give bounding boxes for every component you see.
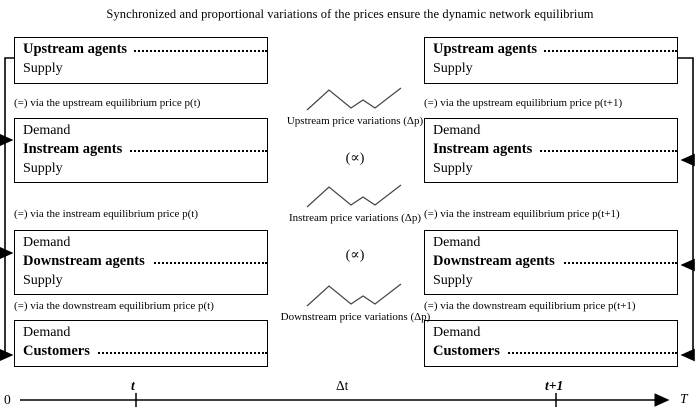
left-box-instream[interactable]: Demand Instream agents Supply bbox=[14, 118, 268, 183]
axis-origin-label: 0 bbox=[4, 392, 11, 407]
caption-upstream-variations: Upstream price variations (Δp) bbox=[286, 115, 424, 127]
right-customers-label: Customers bbox=[433, 342, 507, 361]
left-customers-title-row: Customers bbox=[23, 342, 267, 361]
right-box-customers[interactable]: Demand Customers bbox=[424, 320, 678, 367]
left-customers-demand: Demand bbox=[23, 325, 71, 340]
left-note-instream: (=) via the instream equilibrium price p… bbox=[14, 208, 198, 220]
left-box-upstream[interactable]: Upstream agents Supply bbox=[14, 37, 268, 84]
dotted-connector bbox=[433, 351, 677, 354]
right-downstream-demand: Demand bbox=[433, 235, 481, 250]
right-customers-demand: Demand bbox=[433, 325, 481, 340]
right-downstream-label: Downstream agents bbox=[433, 252, 562, 271]
left-downstream-supply: Supply bbox=[23, 273, 63, 288]
right-instream-label: Instream agents bbox=[433, 140, 540, 159]
right-downstream-supply: Supply bbox=[433, 273, 473, 288]
left-feedback-bus bbox=[0, 57, 14, 362]
dotted-connector bbox=[433, 49, 677, 52]
right-note-instream: (=) via the instream equilibrium price p… bbox=[424, 208, 620, 220]
right-note-upstream: (=) via the upstream equilibrium price p… bbox=[424, 97, 623, 109]
right-box-upstream[interactable]: Upstream agents Supply bbox=[424, 37, 678, 84]
zigzag-instream-icon bbox=[306, 184, 402, 208]
right-box-instream[interactable]: Demand Instream agents Supply bbox=[424, 118, 678, 183]
left-instream-title-row: Instream agents bbox=[23, 140, 267, 159]
dotted-connector bbox=[433, 149, 677, 152]
zigzag-downstream-icon bbox=[306, 283, 402, 307]
left-customers-label: Customers bbox=[23, 342, 97, 361]
left-downstream-demand: Demand bbox=[23, 235, 71, 250]
dotted-connector bbox=[23, 149, 267, 152]
left-instream-supply: Supply bbox=[23, 161, 63, 176]
dotted-connector bbox=[23, 351, 267, 354]
right-upstream-supply: Supply bbox=[433, 61, 473, 76]
left-downstream-title-row: Downstream agents bbox=[23, 252, 267, 271]
left-downstream-label: Downstream agents bbox=[23, 252, 152, 271]
left-instream-demand: Demand bbox=[23, 123, 71, 138]
zigzag-upstream-icon bbox=[306, 87, 402, 111]
right-feedback-bus bbox=[678, 57, 695, 362]
right-instream-demand: Demand bbox=[433, 123, 481, 138]
proportional-symbol-2: (∝) bbox=[345, 248, 365, 263]
left-note-upstream: (=) via the upstream equilibrium price p… bbox=[14, 97, 201, 109]
right-instream-title-row: Instream agents bbox=[433, 140, 677, 159]
left-box-downstream[interactable]: Demand Downstream agents Supply bbox=[14, 230, 268, 295]
right-downstream-title-row: Downstream agents bbox=[433, 252, 677, 271]
right-upstream-label: Upstream agents bbox=[433, 40, 545, 59]
right-note-downstream: (=) via the downstream equilibrium price… bbox=[424, 300, 636, 312]
right-instream-supply: Supply bbox=[433, 161, 473, 176]
left-upstream-title-row: Upstream agents bbox=[23, 40, 267, 59]
left-note-downstream: (=) via the downstream equilibrium price… bbox=[14, 300, 214, 312]
proportional-symbol-1: (∝) bbox=[345, 151, 365, 166]
axis-tick-label-t-plus-1: t+1 bbox=[545, 378, 564, 393]
dotted-connector bbox=[23, 49, 267, 52]
caption-instream-variations: Instream price variations (Δp) bbox=[289, 212, 421, 224]
axis-end-label-T: T bbox=[680, 391, 688, 406]
left-instream-label: Instream agents bbox=[23, 140, 130, 159]
axis-interval-label-delta-t: Δt bbox=[336, 378, 349, 393]
right-upstream-title-row: Upstream agents bbox=[433, 40, 677, 59]
figure-title: Synchronized and proportional variations… bbox=[106, 7, 594, 21]
caption-downstream-variations: Downstream price variations (Δp) bbox=[280, 311, 431, 323]
left-upstream-label: Upstream agents bbox=[23, 40, 135, 59]
left-upstream-supply: Supply bbox=[23, 61, 63, 76]
axis-tick-label-t: t bbox=[131, 378, 135, 393]
right-box-downstream[interactable]: Demand Downstream agents Supply bbox=[424, 230, 678, 295]
right-customers-title-row: Customers bbox=[433, 342, 677, 361]
left-box-customers[interactable]: Demand Customers bbox=[14, 320, 268, 367]
